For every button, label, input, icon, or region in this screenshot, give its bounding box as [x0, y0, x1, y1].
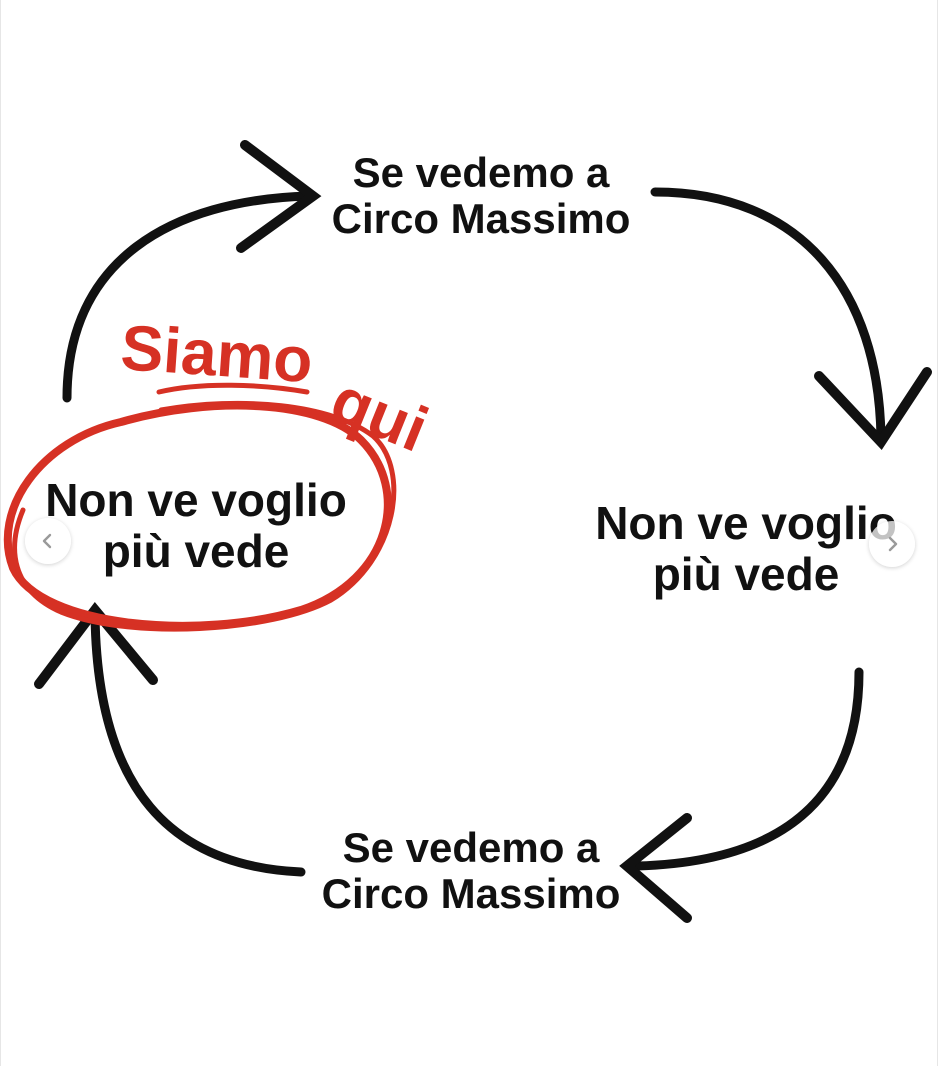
- arrow-top-right: [650, 187, 886, 443]
- label-left-line2: più vede: [102, 524, 290, 577]
- label-bottom: Se vedemo a Circo Massimo: [291, 824, 651, 918]
- siamo-underline: [156, 382, 310, 395]
- chevron-left-icon: [39, 532, 57, 550]
- arrowhead-top-right: [814, 367, 932, 451]
- arrow-top-left: [62, 191, 314, 403]
- arrow-bottom-right: [632, 667, 864, 871]
- label-right-line2: più vede: [652, 547, 840, 600]
- carousel-prev-button[interactable]: [25, 518, 71, 564]
- label-top-line2: Circo Massimo: [331, 195, 631, 243]
- chevron-right-icon: [883, 535, 901, 553]
- label-top: Se vedemo a Circo Massimo: [301, 149, 661, 243]
- arrow-bottom-left: [90, 609, 306, 877]
- arrowhead-bottom-right: [619, 813, 692, 923]
- arrowhead-bottom-left: [34, 601, 158, 689]
- annotation-word-siamo: Siamo: [118, 311, 316, 397]
- annotation-siamo-qui: Siamo qui: [118, 310, 437, 466]
- label-bottom-line1: Se vedemo a: [342, 824, 600, 871]
- label-top-line1: Se vedemo a: [352, 149, 610, 196]
- label-right-line1: Non ve voglio: [595, 497, 897, 549]
- label-left: Non ve voglio più vede: [11, 475, 381, 576]
- highlight-circle-stroke2: [12, 400, 397, 632]
- label-bottom-line2: Circo Massimo: [321, 870, 621, 918]
- carousel-next-button[interactable]: [869, 521, 915, 567]
- arrowhead-top-left: [236, 140, 322, 253]
- label-right: Non ve voglio più vede: [561, 498, 931, 599]
- label-left-line1: Non ve voglio: [45, 474, 347, 526]
